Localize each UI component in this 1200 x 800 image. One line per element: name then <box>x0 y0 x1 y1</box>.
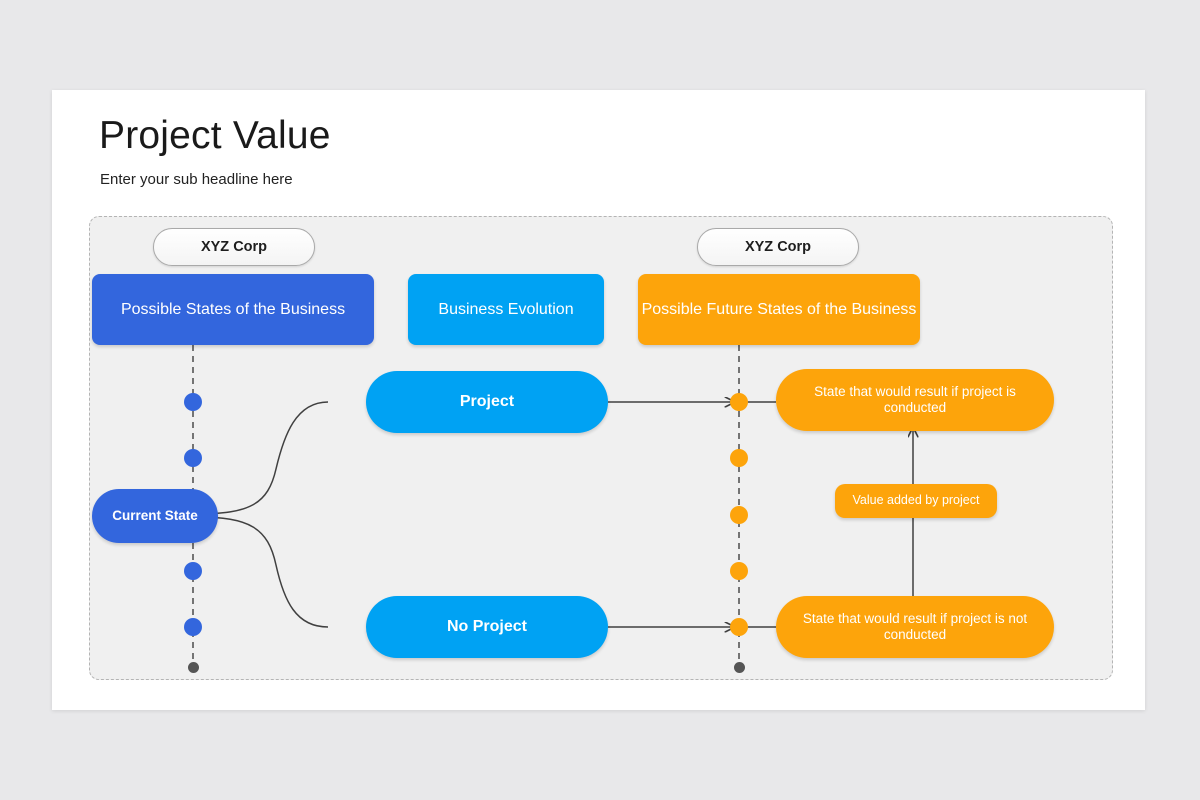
corp-label-left[interactable]: XYZ Corp <box>153 228 315 266</box>
corp-label-right[interactable]: XYZ Corp <box>697 228 859 266</box>
right-track-dot-1[interactable] <box>730 393 748 411</box>
right-track-dot-5[interactable] <box>730 618 748 636</box>
node-state-conducted[interactable]: State that would result if project is co… <box>776 369 1054 431</box>
slide-canvas: Project Value Enter your sub headline he… <box>52 90 1145 710</box>
header-business-evolution[interactable]: Business Evolution <box>408 274 604 345</box>
node-value-added[interactable]: Value added by project <box>835 484 997 518</box>
corp-label-left-text: XYZ Corp <box>200 239 268 255</box>
node-state-not-conducted[interactable]: State that would result if project is no… <box>776 596 1054 658</box>
curve-to-project <box>195 401 329 515</box>
header-possible-states[interactable]: Possible States of the Business <box>92 274 374 345</box>
right-track-terminal-dot <box>734 662 745 673</box>
page-subtitle: Enter your sub headline here <box>100 171 293 188</box>
node-current-state[interactable]: Current State <box>92 489 218 543</box>
curve-to-no-project <box>195 516 329 628</box>
header-business-evolution-text: Business Evolution <box>438 300 574 318</box>
left-track-dot-4[interactable] <box>184 562 202 580</box>
right-track-dot-2[interactable] <box>730 449 748 467</box>
header-possible-states-text: Possible States of the Business <box>120 300 346 318</box>
header-possible-future-states-text: Possible Future States of the Business <box>641 300 917 318</box>
node-current-state-text: Current State <box>112 507 198 523</box>
header-possible-future-states[interactable]: Possible Future States of the Business <box>638 274 920 345</box>
node-project[interactable]: Project <box>366 371 608 433</box>
left-track-dot-2[interactable] <box>184 449 202 467</box>
node-no-project[interactable]: No Project <box>366 596 608 658</box>
node-state-conducted-text: State that would result if project is co… <box>814 383 1016 415</box>
node-project-text: Project <box>459 393 515 411</box>
diagram-panel: XYZ Corp XYZ Corp Possible States of the… <box>89 216 1113 680</box>
left-track-dot-1[interactable] <box>184 393 202 411</box>
right-track-dot-4[interactable] <box>730 562 748 580</box>
node-value-added-text: Value added by project <box>852 493 980 508</box>
left-track-terminal-dot <box>188 662 199 673</box>
page-title: Project Value <box>99 114 331 157</box>
right-track-dot-3[interactable] <box>730 506 748 524</box>
node-no-project-text: No Project <box>446 618 527 636</box>
corp-label-right-text: XYZ Corp <box>744 239 812 255</box>
left-track-dot-5[interactable] <box>184 618 202 636</box>
node-state-not-conducted-text: State that would result if project is no… <box>802 610 1028 642</box>
